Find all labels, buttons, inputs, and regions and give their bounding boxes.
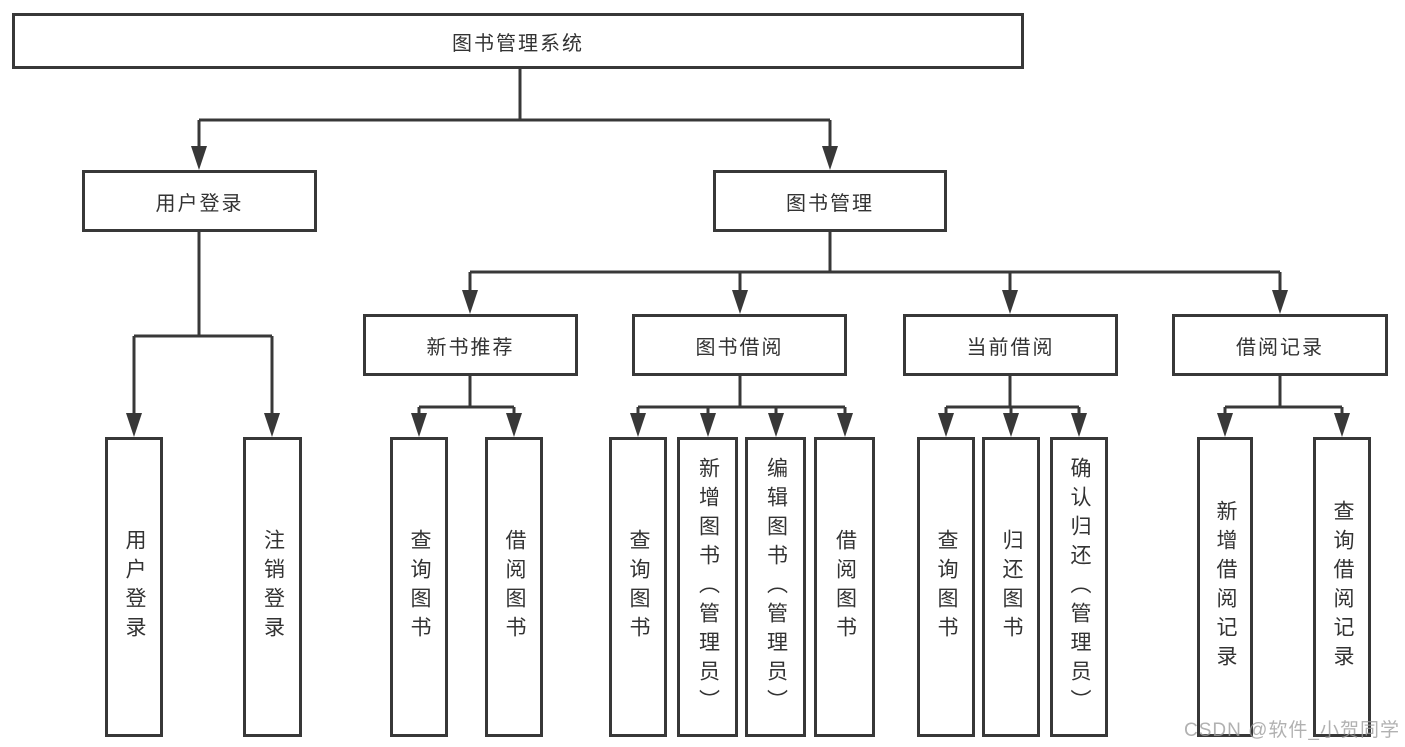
leaf-query-books-current: 查询图书	[917, 437, 975, 737]
node-borrowing-records: 借阅记录	[1172, 314, 1388, 376]
node-label: 确认归还（管理员）	[1068, 456, 1092, 718]
csdn-watermark: CSDN @软件_小贺同学	[1184, 720, 1400, 741]
node-label: 编辑图书（管理员）	[764, 456, 788, 718]
leaf-borrow-books-borrowing: 借阅图书	[814, 437, 875, 737]
connector-borrowing-records	[1217, 376, 1350, 437]
leaf-edit-books-admin: 编辑图书（管理员）	[745, 437, 806, 737]
leaf-logout: 注销登录	[243, 437, 302, 737]
leaf-user-login: 用户登录	[105, 437, 163, 737]
node-label: 用户登录	[155, 192, 244, 215]
node-label: 图书借阅	[695, 336, 784, 359]
node-library-system: 图书管理系统	[12, 13, 1024, 69]
node-label: 归还图书	[1000, 529, 1024, 645]
node-label: 图书管理	[786, 192, 874, 215]
node-label: 新书推荐	[426, 336, 515, 359]
connector-user-login	[126, 232, 280, 437]
node-label: 借阅图书	[503, 529, 527, 645]
node-label: 借阅图书	[833, 529, 857, 645]
node-label: 查询图书	[408, 529, 432, 645]
node-label: 注销登录	[261, 529, 285, 645]
node-label: 用户登录	[123, 529, 147, 645]
connector-book-management	[462, 232, 1288, 314]
connector-current-borrowing	[938, 376, 1087, 437]
node-label: 当前借阅	[966, 336, 1055, 359]
node-label: 查询图书	[627, 529, 651, 645]
node-label: 新增借阅记录	[1214, 500, 1238, 674]
leaf-add-books-admin: 新增图书（管理员）	[677, 437, 738, 737]
connector-root	[191, 69, 838, 170]
node-user-login: 用户登录	[82, 170, 317, 232]
node-label: 查询图书	[935, 529, 959, 645]
node-label: 查询借阅记录	[1331, 500, 1355, 674]
connector-new-book-recommend	[411, 376, 522, 437]
node-book-management: 图书管理	[713, 170, 947, 232]
leaf-query-borrow-record: 查询借阅记录	[1313, 437, 1371, 737]
node-book-borrowing: 图书借阅	[632, 314, 847, 376]
leaf-confirm-return-admin: 确认归还（管理员）	[1050, 437, 1108, 737]
leaf-borrow-books-recommend: 借阅图书	[485, 437, 543, 737]
node-label: 借阅记录	[1236, 336, 1324, 359]
node-new-book-recommend: 新书推荐	[363, 314, 578, 376]
leaf-query-books-borrowing: 查询图书	[609, 437, 667, 737]
node-current-borrowing: 当前借阅	[903, 314, 1118, 376]
node-label: 图书管理系统	[452, 32, 584, 55]
leaf-return-books: 归还图书	[982, 437, 1040, 737]
connector-book-borrowing	[630, 376, 853, 437]
leaf-query-books-recommend: 查询图书	[390, 437, 448, 737]
leaf-add-borrow-record: 新增借阅记录	[1197, 437, 1253, 737]
node-label: 新增图书（管理员）	[696, 456, 720, 718]
